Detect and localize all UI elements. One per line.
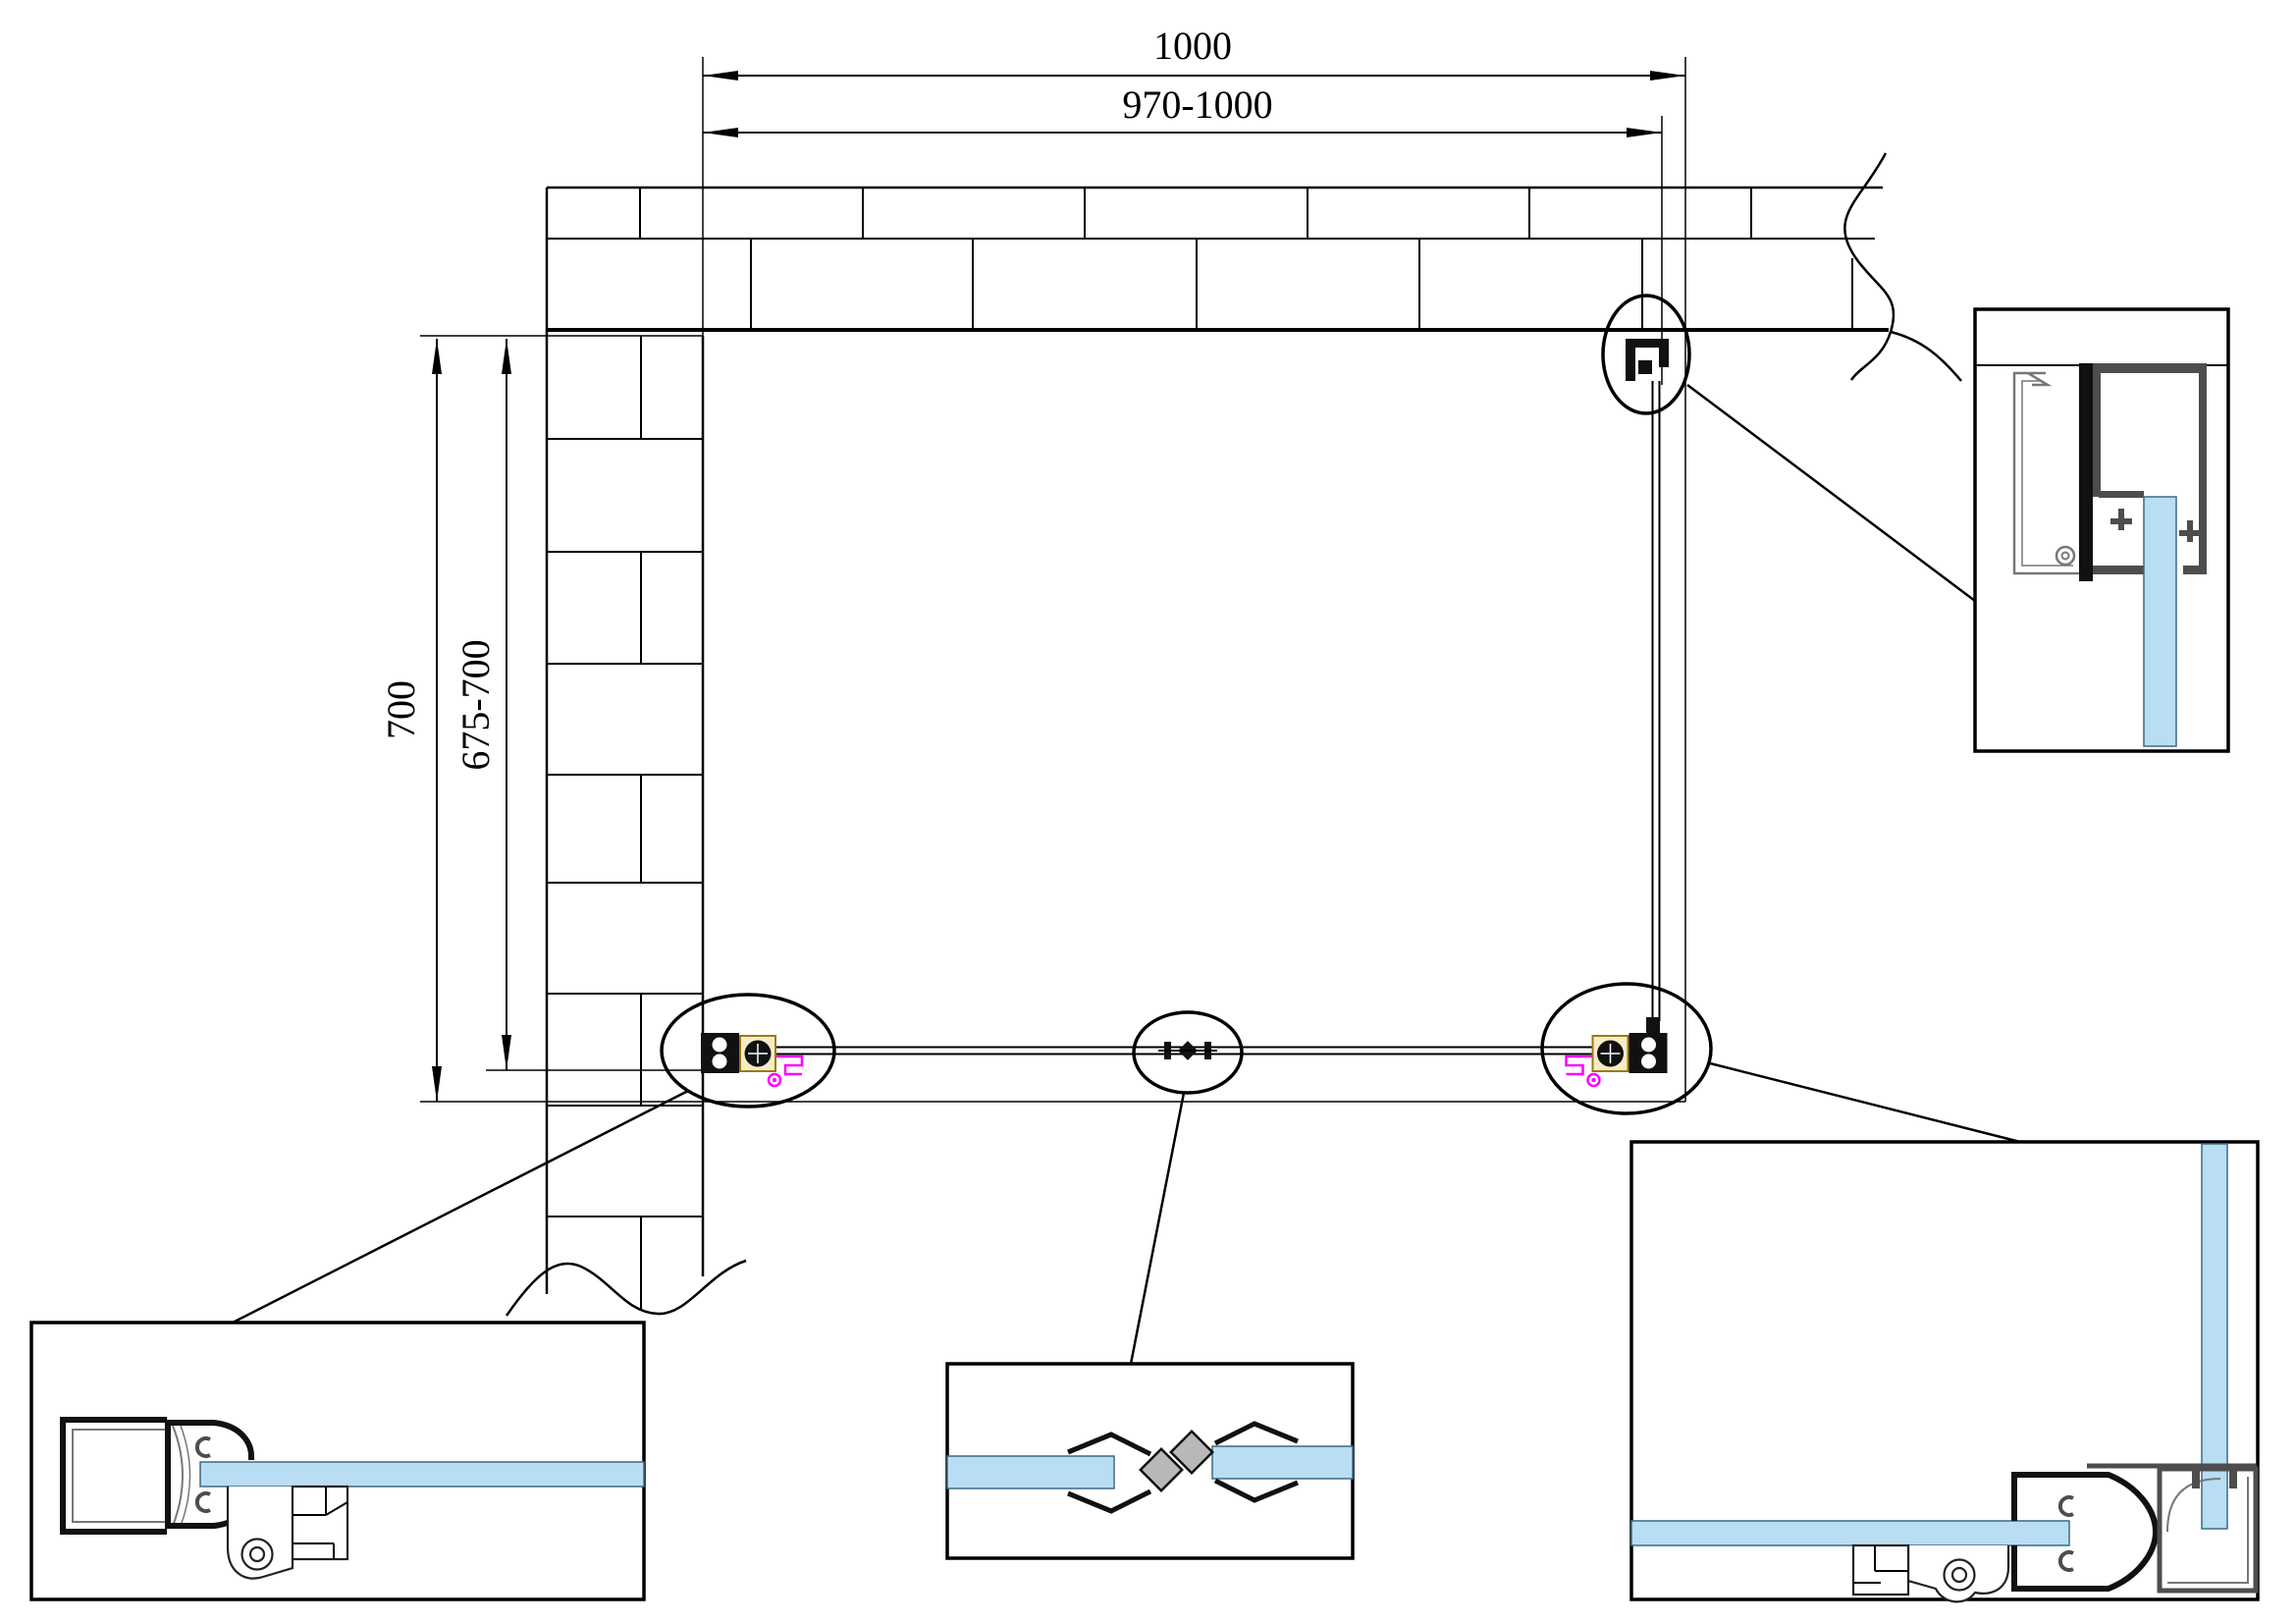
leader-bottom-right xyxy=(1709,1061,2021,1144)
leader-top-right xyxy=(1686,384,1976,602)
callout-ellipse-bottom-right xyxy=(1540,982,1713,1115)
extension-lines xyxy=(420,57,1686,1103)
detail-box-bottom-center xyxy=(945,1362,1355,1560)
magnet-seal-right xyxy=(1213,1421,1299,1503)
wall-channel-profile xyxy=(60,1417,191,1535)
glass-clip xyxy=(194,1436,211,1458)
glass-panel-horizontal xyxy=(1630,1520,2070,1546)
callout-ellipse-bottom-left xyxy=(660,993,836,1109)
hinge-block xyxy=(291,1485,349,1561)
dimension-label-top-outer: 1000 xyxy=(1153,24,1232,68)
magnet-seal-left xyxy=(1067,1432,1152,1514)
glass-channel-profile xyxy=(2093,363,2207,574)
panel-connector xyxy=(1646,1017,1660,1034)
glass-panel xyxy=(199,1461,645,1488)
seal-profile-magenta xyxy=(1565,1055,1592,1076)
glass-panel-right xyxy=(1211,1445,1354,1480)
dimension-top-inner: 970-1000 xyxy=(703,82,1662,137)
detail-box-top-right xyxy=(1973,307,2230,753)
leader-bottom-left xyxy=(232,1089,689,1325)
pivot-circle xyxy=(1950,1566,1968,1584)
seal-profile-magenta xyxy=(776,1055,804,1076)
glass-panel xyxy=(2143,496,2177,747)
hinge-detail xyxy=(1851,1543,2010,1603)
wall-break-top-tail xyxy=(1890,330,1962,382)
magnet-joint-plan xyxy=(1158,1041,1217,1060)
bracket-hole xyxy=(712,1054,727,1069)
magnet-block xyxy=(1139,1447,1184,1492)
dimension-left-outer: 700 xyxy=(379,339,442,1102)
glass-clamp-profile xyxy=(2011,1472,2160,1592)
dimension-label-left-outer: 700 xyxy=(379,680,423,739)
plan-enclosure xyxy=(701,339,1669,1088)
callout-ellipse-bottom-center xyxy=(1132,1010,1244,1095)
detail-box-bottom-right xyxy=(1629,1140,2260,1603)
leader-bottom-center xyxy=(1129,1092,1186,1365)
bracket-hole xyxy=(712,1037,727,1053)
hinge-left xyxy=(701,1033,804,1088)
glass-panel-left xyxy=(946,1455,1115,1489)
top-wall xyxy=(547,152,1962,382)
detail-box-bottom-left xyxy=(29,1321,646,1601)
wall-break-left xyxy=(505,1259,747,1317)
left-wall xyxy=(505,188,747,1317)
corner-bracket-top-right xyxy=(1626,339,1669,381)
hinge-right xyxy=(1565,1033,1668,1088)
bracket-hole xyxy=(1641,1037,1656,1053)
dimension-left-inner: 675-700 xyxy=(454,339,511,1070)
left-wall-brick-joints xyxy=(547,336,703,1309)
wall-break-top xyxy=(1843,152,1896,381)
top-wall-brick-joints xyxy=(639,188,1853,330)
bracket-hole xyxy=(1641,1054,1656,1069)
glass-clip xyxy=(2057,1495,2074,1517)
profile-divider-bar xyxy=(2079,363,2093,581)
wall-profile-outer xyxy=(2012,371,2081,575)
corner-profile xyxy=(2087,1463,2259,1594)
dimension-label-top-inner: 970-1000 xyxy=(1122,82,1272,127)
magnet-block xyxy=(1169,1430,1214,1475)
pivot-circle xyxy=(248,1545,266,1563)
callout-ellipse-top-right xyxy=(1601,294,1691,415)
glass-clip xyxy=(194,1491,211,1513)
glass-clip xyxy=(2057,1550,2074,1572)
dimension-label-left-inner: 675-700 xyxy=(454,639,498,770)
hinge-detail xyxy=(226,1485,349,1580)
dimension-top-outer: 1000 xyxy=(703,24,1685,81)
